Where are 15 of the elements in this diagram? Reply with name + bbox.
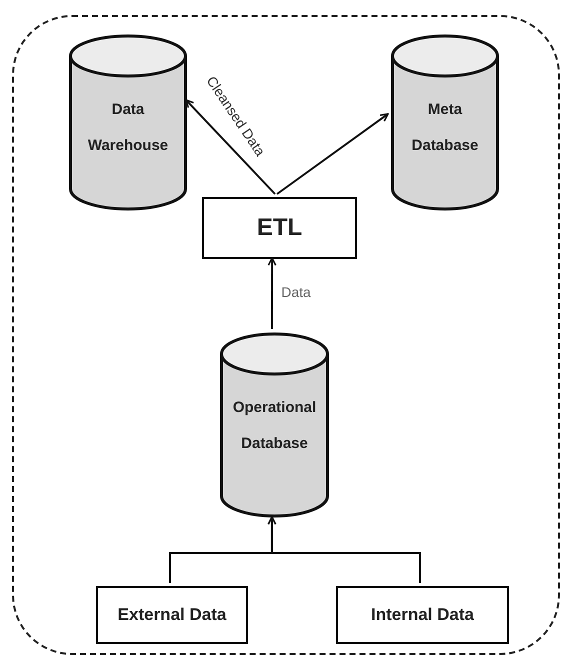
node-label: External Data (118, 605, 226, 625)
arrow (268, 257, 276, 329)
edge-label: Data (279, 284, 313, 300)
process-box (336, 586, 509, 644)
node-label: Meta Database (410, 100, 480, 156)
node-label: Data Warehouse (86, 100, 170, 156)
arrow (276, 113, 389, 195)
process-box (202, 197, 357, 259)
process-box (96, 586, 248, 644)
node-label: Operational Database (232, 398, 317, 454)
arrow (185, 99, 276, 195)
node-label: ETL (256, 214, 302, 242)
arrow (268, 516, 421, 583)
dashed-boundary (12, 15, 560, 655)
node-label: Internal Data (371, 605, 474, 625)
